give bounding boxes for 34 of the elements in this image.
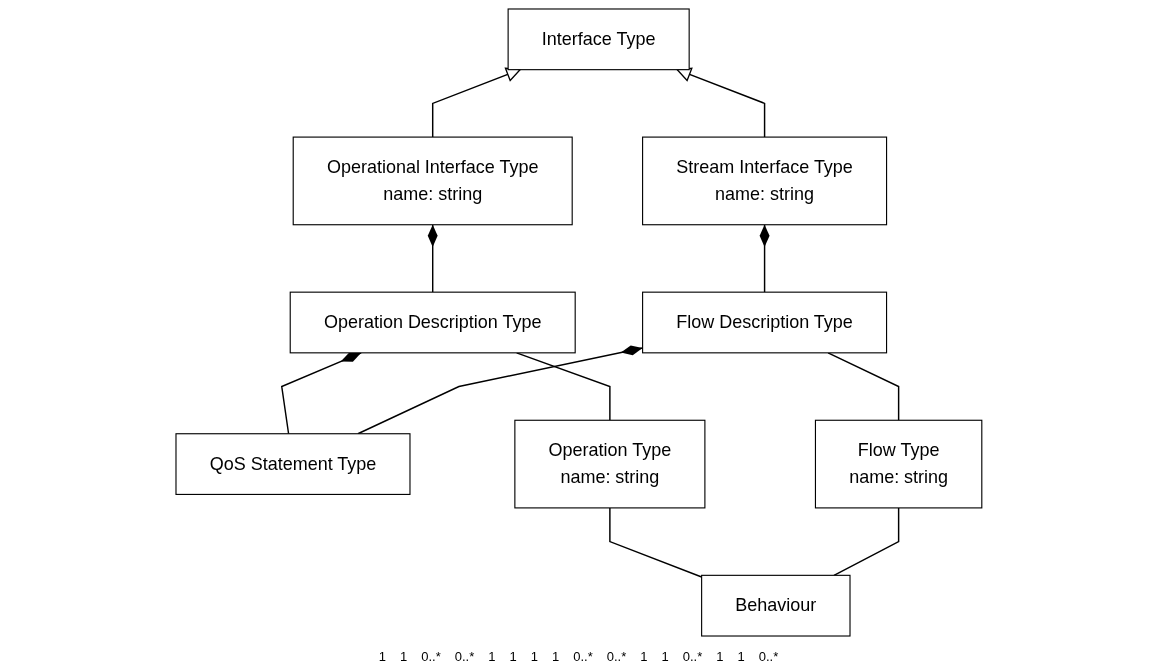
arrow <box>676 67 765 138</box>
multiplicity-text: 0..* <box>606 649 627 664</box>
connector <box>427 224 438 293</box>
node-box: Flow Description Type <box>641 291 887 354</box>
node-box: Interface Type <box>507 8 690 71</box>
multiplicity-text: 1 <box>737 649 745 664</box>
connector <box>826 352 899 421</box>
connector <box>515 352 611 421</box>
node-box: QoS Statement Type <box>175 433 411 495</box>
multiplicity-text: 1 <box>640 649 648 664</box>
multiplicity-text: 1 <box>488 649 496 664</box>
node-box: Operation Description Type <box>289 291 576 354</box>
node-box: Flow Type name: string <box>814 419 982 509</box>
multiplicity-text: 0..* <box>454 649 475 664</box>
node-box: Stream Interface Type name: string <box>641 136 887 226</box>
connector <box>608 507 702 578</box>
multiplicity-text: 1 <box>530 649 538 664</box>
node-box: Operation Type name: string <box>513 419 706 509</box>
arrow <box>431 67 521 138</box>
multiplicity-text: 0..* <box>758 649 779 664</box>
multiplicity-text: 0..* <box>573 649 593 664</box>
node-box: Operational Interface Type name: string <box>292 136 573 226</box>
multiplicity-text: 1 <box>661 649 669 664</box>
multiplicity-text: 1 <box>400 649 408 664</box>
multiplicity-text: 1 <box>509 649 517 664</box>
node-box: Behaviour <box>700 574 851 637</box>
connector <box>280 352 362 435</box>
multiplicity-text: 1 <box>378 649 386 664</box>
multiplicity-text: 0..* <box>682 649 703 664</box>
multiplicity-text: 1 <box>552 649 560 664</box>
connector <box>832 507 899 577</box>
multiplicity-text: 1 <box>716 649 724 664</box>
connector <box>759 224 770 293</box>
multiplicity-text: 0..* <box>421 649 441 664</box>
